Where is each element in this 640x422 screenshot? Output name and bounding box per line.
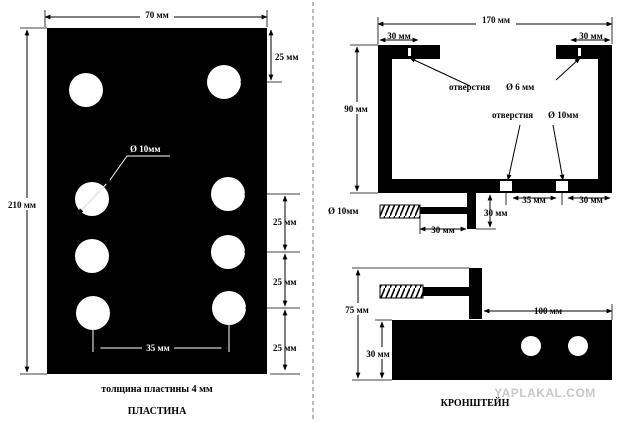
plate-hole-diameter-label: Ø 10мм <box>130 144 161 154</box>
side-rod-shaft <box>423 287 470 296</box>
plate-hole <box>211 177 245 211</box>
bracket-bottom-holes-size: Ø 10мм <box>548 110 579 120</box>
bracket-small-hole <box>408 48 411 56</box>
side-hole <box>521 336 541 356</box>
side-thickness-label: 30 мм <box>366 349 390 359</box>
plate-hole <box>75 239 109 273</box>
plate-hole <box>211 235 245 269</box>
side-threaded-rod <box>379 284 424 299</box>
bracket-small-hole <box>578 48 581 56</box>
bracket-bottom-mid-label: 35 мм <box>522 195 546 205</box>
bracket-height-label: 90 мм <box>344 104 368 114</box>
plate-hole <box>207 65 241 99</box>
bracket-rod-shaft <box>420 207 468 214</box>
bracket-right-flange-label: 30 мм <box>579 31 603 41</box>
plate-top-offset-label: 25 мм <box>275 52 299 62</box>
plate-width-label: 70 мм <box>145 10 169 20</box>
watermark: YAPLAKAL.COM <box>494 386 596 400</box>
bracket-rod-length-label: 30 мм <box>431 225 455 235</box>
bracket-top-holes-label: отверстия <box>449 82 490 92</box>
plate-spacing-2-label: 25 мм <box>273 277 297 287</box>
bracket-large-hole <box>500 181 512 191</box>
side-rod-post <box>469 268 482 319</box>
plate-spacing-3-label: 25 мм <box>273 343 297 353</box>
bracket-threaded-rod <box>379 204 421 219</box>
bracket-top-holes-size: Ø 6 мм <box>506 82 534 92</box>
bracket-title: КРОНШТЕЙН <box>441 397 510 409</box>
plate-hole <box>69 73 103 107</box>
bracket-bottom-holes-label: отверстия <box>492 110 533 120</box>
plate-spacing-1-label: 25 мм <box>273 217 297 227</box>
plate-drawing: 70 мм Ø 10мм 35 мм 210 мм 25 мм <box>3 9 300 417</box>
plate-title: ПЛАСТИНА <box>128 406 187 417</box>
side-hole <box>568 336 588 356</box>
plate-height-label: 210 мм <box>8 200 36 210</box>
bracket-bottom-right-label: 30 мм <box>579 195 603 205</box>
side-height-label: 75 мм <box>345 305 369 315</box>
bracket-rod-height-label: 30 мм <box>484 208 508 218</box>
side-length-label: 100 мм <box>534 306 562 316</box>
bracket-large-hole <box>556 181 568 191</box>
bracket-drawing: 170 мм 30 мм 30 мм 90 мм отверстия Ø 6 м… <box>328 14 613 235</box>
bracket-total-width-label: 170 мм <box>482 15 510 25</box>
bracket-left-flange-label: 30 мм <box>387 31 411 41</box>
bracket-rod-diameter-label: Ø 10мм <box>328 206 359 216</box>
bracket-side-view: 75 мм 100 мм 30 мм КРОНШТЕЙН YAPLAKAL.CO… <box>338 267 613 409</box>
bracket-rod-post <box>467 193 476 229</box>
plate-hole-spacing-label: 35 мм <box>146 343 170 353</box>
plate-thickness-caption: толщина пластины 4 мм <box>101 384 213 395</box>
